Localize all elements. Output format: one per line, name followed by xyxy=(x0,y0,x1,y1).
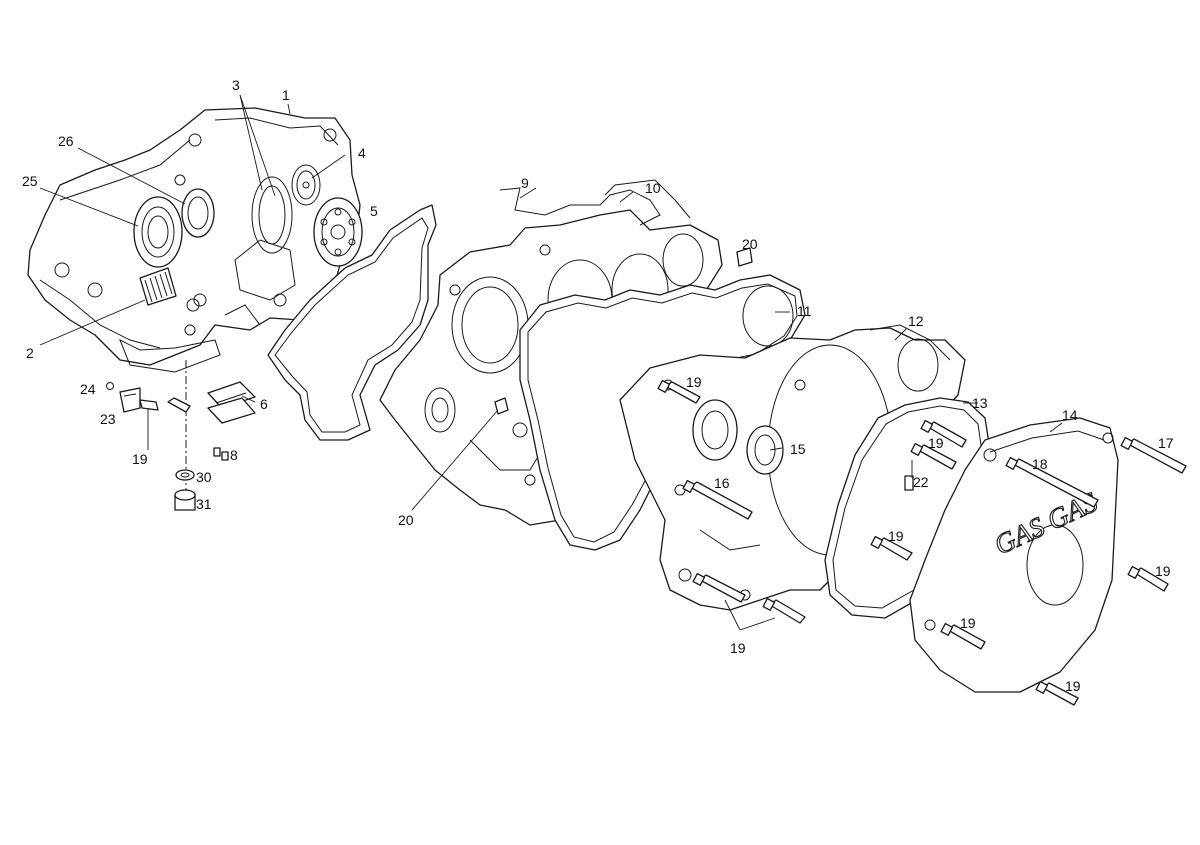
callout-11: 11 xyxy=(797,303,812,319)
callout-9: 9 xyxy=(521,175,529,191)
callout-10: 10 xyxy=(645,180,661,196)
callout-25: 25 xyxy=(22,173,38,189)
callout-19-d: 19 xyxy=(730,640,746,656)
callout-6: 6 xyxy=(260,396,268,412)
callout-16: 16 xyxy=(714,475,730,491)
callout-2: 2 xyxy=(26,345,34,361)
callout-23: 23 xyxy=(100,411,116,427)
callout-20-upper: 20 xyxy=(742,236,758,252)
inner-side-cover xyxy=(619,324,966,611)
callout-19-c: 19 xyxy=(888,528,904,544)
callout-19-f: 19 xyxy=(960,615,976,631)
callout-26: 26 xyxy=(58,133,74,149)
leader-lines xyxy=(39,94,1063,631)
callout-30: 30 xyxy=(196,469,212,485)
callout-15: 15 xyxy=(790,441,806,457)
callout-13: 13 xyxy=(972,395,988,411)
callout-4: 4 xyxy=(358,145,366,161)
callout-19-e: 19 xyxy=(1155,563,1171,579)
callout-1: 1 xyxy=(282,87,290,103)
callout-12: 12 xyxy=(908,313,924,329)
small-parts-cluster xyxy=(106,381,256,511)
callout-22: 22 xyxy=(913,474,929,490)
bolts xyxy=(167,379,1187,706)
callout-20-lower: 20 xyxy=(398,512,414,528)
crankcase-gasket xyxy=(267,204,437,441)
left-crankcase-half xyxy=(27,107,363,373)
callout-14: 14 xyxy=(1062,407,1078,423)
callout-19-left: 19 xyxy=(132,451,148,467)
callout-3: 3 xyxy=(232,77,240,93)
callout-24: 24 xyxy=(80,381,96,397)
callout-31: 31 xyxy=(196,496,212,512)
callout-19-g: 19 xyxy=(1065,678,1081,694)
callout-labels: 1 3 4 5 26 25 2 24 23 19 6 8 30 31 20 9 … xyxy=(22,77,1174,694)
callout-19-b: 19 xyxy=(928,435,944,451)
callout-5: 5 xyxy=(370,203,378,219)
callout-18: 18 xyxy=(1032,456,1048,472)
callout-19-a: 19 xyxy=(686,374,702,390)
callout-17: 17 xyxy=(1158,435,1174,451)
callout-8: 8 xyxy=(230,447,238,463)
